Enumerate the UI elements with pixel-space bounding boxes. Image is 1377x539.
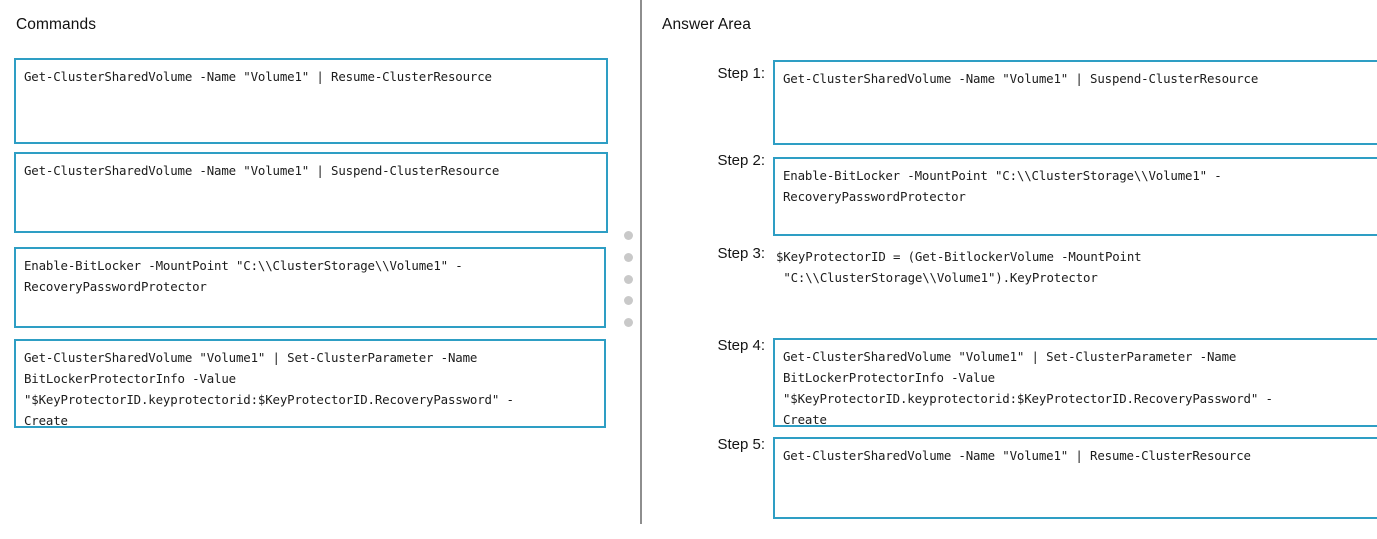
answer-slot-step-3[interactable]: $KeyProtectorID = (Get-BitlockerVolume -… xyxy=(776,249,1142,285)
answer-slot-step-4[interactable]: Get-ClusterSharedVolume "Volume1" | Set-… xyxy=(773,338,1377,427)
drag-dot-icon xyxy=(624,275,633,284)
command-tile-text: Get-ClusterSharedVolume "Volume1" | Set-… xyxy=(24,350,514,428)
step-label-3: Step 3: xyxy=(717,245,765,262)
answer-slot-text: Get-ClusterSharedVolume "Volume1" | Set-… xyxy=(783,349,1273,427)
step-label-1: Step 1: xyxy=(717,65,765,82)
answer-slot-step-1[interactable]: Get-ClusterSharedVolume -Name "Volume1" … xyxy=(773,60,1377,145)
command-tile-text: Enable-BitLocker -MountPoint "C:\\Cluste… xyxy=(24,258,463,294)
drag-handle-dots[interactable] xyxy=(624,231,636,327)
command-tile-text: Get-ClusterSharedVolume -Name "Volume1" … xyxy=(24,69,492,84)
drag-dot-icon xyxy=(624,231,633,240)
answer-slot-text: Enable-BitLocker -MountPoint "C:\\Cluste… xyxy=(783,168,1222,204)
answer-slot-step-2[interactable]: Enable-BitLocker -MountPoint "C:\\Cluste… xyxy=(773,157,1377,236)
answer-slot-step-5[interactable]: Get-ClusterSharedVolume -Name "Volume1" … xyxy=(773,437,1377,519)
command-tile-resume-clusterresource[interactable]: Get-ClusterSharedVolume -Name "Volume1" … xyxy=(14,58,608,144)
commands-panel-heading: Commands xyxy=(16,16,97,33)
step-label-2: Step 2: xyxy=(717,152,765,169)
command-tile-set-clusterparameter[interactable]: Get-ClusterSharedVolume "Volume1" | Set-… xyxy=(14,339,606,428)
command-tile-text: Get-ClusterSharedVolume -Name "Volume1" … xyxy=(24,163,500,178)
drag-dot-icon xyxy=(624,318,633,327)
answer-area-heading: Answer Area xyxy=(662,16,751,33)
command-tile-suspend-clusterresource[interactable]: Get-ClusterSharedVolume -Name "Volume1" … xyxy=(14,152,608,233)
answer-slot-text: Get-ClusterSharedVolume -Name "Volume1" … xyxy=(783,71,1259,86)
commands-panel: Commands Get-ClusterSharedVolume -Name "… xyxy=(0,0,641,539)
step-label-4: Step 4: xyxy=(717,337,765,354)
step-label-5: Step 5: xyxy=(717,436,765,453)
command-tile-enable-bitlocker[interactable]: Enable-BitLocker -MountPoint "C:\\Cluste… xyxy=(14,247,606,328)
drag-dot-icon xyxy=(624,253,633,262)
answer-slot-text: Get-ClusterSharedVolume -Name "Volume1" … xyxy=(783,448,1251,463)
panel-divider xyxy=(640,0,642,524)
answer-area-panel: Answer Area Step 1: Get-ClusterSharedVol… xyxy=(642,0,1377,539)
drag-dot-icon xyxy=(624,296,633,305)
